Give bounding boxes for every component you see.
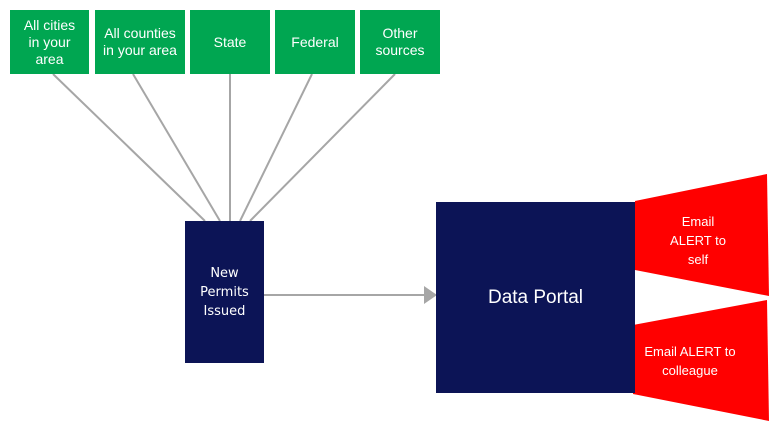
alert-self-label: Email ALERT to self (670, 214, 726, 267)
arrow-to-portal-head (424, 286, 437, 304)
connector-city (52, 73, 206, 222)
connector-federal (239, 73, 313, 222)
source-all-counties: All counties in your area (95, 10, 185, 74)
new-permits-box: New Permits Issued (185, 221, 264, 363)
source-federal: Federal (275, 10, 355, 74)
connector-county (132, 73, 221, 222)
alert-self-shape (635, 174, 769, 296)
source-state: State (190, 10, 270, 74)
connector-other (249, 73, 396, 222)
source-all-cities: All cities in your area (10, 10, 89, 74)
alert-colleague-label: Email ALERT to colleague (644, 344, 736, 378)
alert-colleague-shape (633, 300, 769, 421)
source-other: Other sources (360, 10, 440, 74)
data-portal-box: Data Portal (436, 202, 635, 393)
